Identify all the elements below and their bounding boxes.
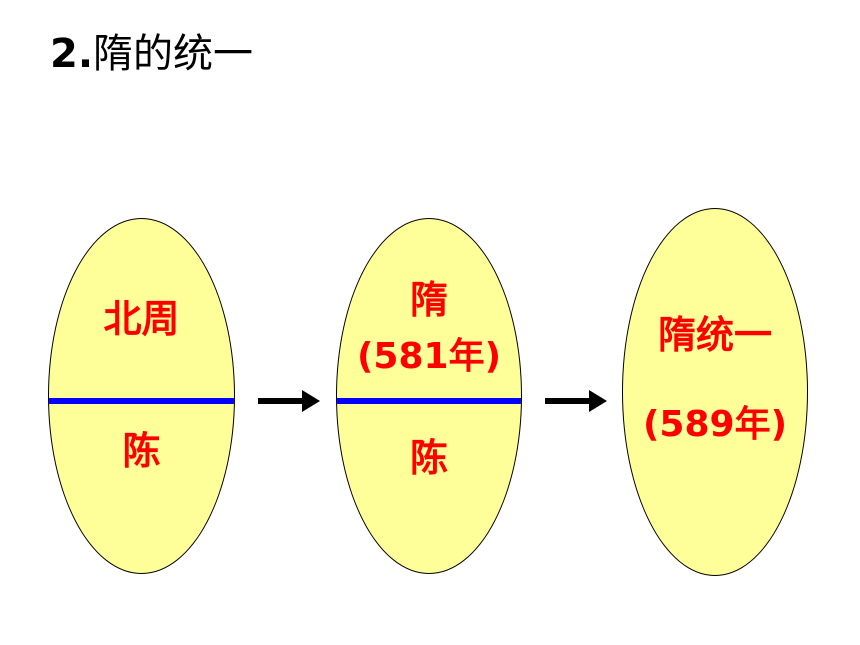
title-text: 隋的统一 bbox=[93, 31, 254, 77]
stage-2-year-label: (581年) bbox=[356, 336, 502, 377]
stage-2-bottom-label: 陈 bbox=[409, 436, 448, 480]
stage-2-divider bbox=[337, 398, 521, 404]
stage-3-year-label: (589年) bbox=[642, 404, 788, 445]
arrow-2-icon bbox=[545, 390, 607, 412]
stage-2-top-label: 隋 bbox=[409, 278, 448, 322]
title-number: 2. bbox=[50, 31, 94, 77]
arrow-1-icon bbox=[258, 390, 320, 412]
stage-2-oval: 隋 (581年) 陈 bbox=[336, 218, 522, 574]
page-title: 2.隋的统一 bbox=[50, 30, 253, 78]
stage-1-oval: 北周 陈 bbox=[48, 218, 235, 574]
stage-1-top-label: 北周 bbox=[103, 297, 180, 341]
stage-1-bottom-label: 陈 bbox=[122, 429, 161, 473]
stage-3-top-label: 隋统一 bbox=[657, 313, 772, 357]
stage-1-divider bbox=[49, 398, 234, 404]
stage-3-oval: 隋统一 (589年) bbox=[622, 208, 808, 576]
